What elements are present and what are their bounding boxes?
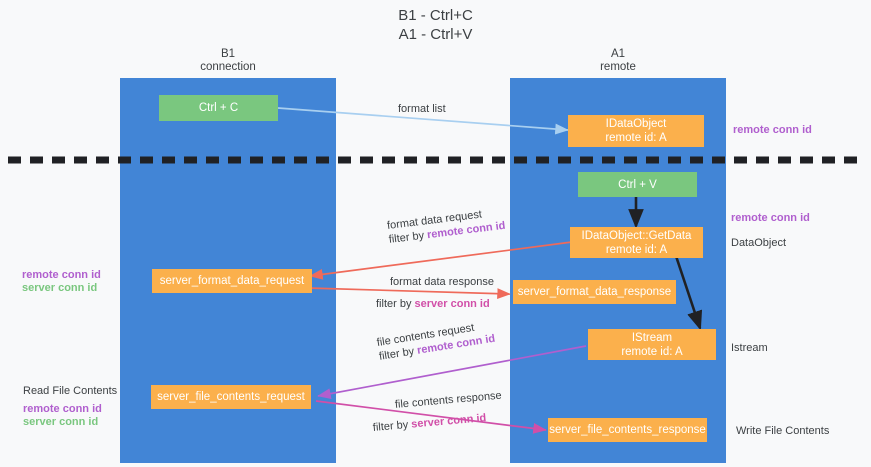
column-header-b1-name: B1 xyxy=(220,48,236,60)
column-header-b1-role: connection xyxy=(200,61,256,73)
node-server-file-contents-response-label: server_file_contents_response xyxy=(549,424,706,436)
node-server-file-contents-request[interactable]: server_file_contents_request xyxy=(151,385,311,409)
arrow-file-contents-request xyxy=(317,345,587,400)
arrow-format-data-request xyxy=(309,241,573,280)
node-ctrl-c[interactable]: Ctrl + C xyxy=(159,95,278,121)
side-label-dataobject: DataObject xyxy=(731,237,787,249)
node-istream-subtitle: remote id: A xyxy=(621,345,683,358)
diagram-title: B1 - Ctrl+C A1 - Ctrl+V xyxy=(0,6,871,44)
edge-label-format-data-response-filter-prefix: filter by xyxy=(376,298,415,310)
node-ctrl-v[interactable]: Ctrl + V xyxy=(578,172,697,197)
side-label-left-remote-conn-id-mid: remote conn id xyxy=(22,269,101,281)
column-header-a1-role: remote xyxy=(600,61,636,73)
edge-label-format-data-response-filter-key: server conn id xyxy=(414,298,490,310)
side-label-left-remote-conn-id-bottom: remote conn id xyxy=(23,403,102,415)
node-server-format-data-response[interactable]: server_format_data_response xyxy=(513,280,676,304)
node-idataobject-getdata[interactable]: IDataObject::GetData remote id: A xyxy=(570,227,703,258)
arrow-getdata-to-istream xyxy=(674,255,703,331)
side-label-left-server-conn-id-bottom: server conn id xyxy=(23,416,99,428)
column-header-a1: A1 remote xyxy=(550,48,686,74)
edge-label-format-list: format list xyxy=(398,103,446,115)
node-idataobject-subtitle: remote id: A xyxy=(605,132,667,144)
node-server-format-data-request-label: server_format_data_request xyxy=(159,275,305,287)
node-istream[interactable]: IStream remote id: A xyxy=(588,329,716,360)
node-server-file-contents-request-label: server_file_contents_request xyxy=(157,391,305,403)
arrow-file-contents-response xyxy=(315,400,547,434)
side-label-istream: Istream xyxy=(731,342,768,354)
side-label-left-server-conn-id-mid: server conn id xyxy=(22,282,98,294)
node-ctrl-v-label: Ctrl + V xyxy=(618,178,657,191)
node-istream-title: IStream xyxy=(631,331,673,344)
node-getdata-subtitle: remote id: A xyxy=(605,243,668,256)
side-label-remote-conn-id-mid: remote conn id xyxy=(731,212,810,224)
column-header-b1: B1 connection xyxy=(160,48,296,74)
title-line-2: A1 - Ctrl+V xyxy=(398,26,473,43)
side-label-write-file-contents: Write File Contents xyxy=(736,425,830,437)
title-line-1: B1 - Ctrl+C xyxy=(398,7,473,24)
edge-label-format-data-response: format data response filter by server co… xyxy=(376,275,494,311)
edge-label-file-contents-response-filter-prefix: filter by xyxy=(372,418,412,434)
node-getdata-title: IDataObject::GetData xyxy=(581,229,692,242)
side-label-remote-conn-id-top: remote conn id xyxy=(733,124,812,136)
node-server-file-contents-response[interactable]: server_file_contents_response xyxy=(548,418,707,442)
node-idataobject-title: IDataObject xyxy=(605,118,667,130)
node-server-format-data-request[interactable]: server_format_data_request xyxy=(152,269,312,293)
column-header-a1-name: A1 xyxy=(610,48,626,60)
side-label-read-file-contents: Read File Contents xyxy=(23,385,118,397)
arrow-format-list xyxy=(277,107,569,135)
edge-label-format-data-response-text: format data response xyxy=(390,276,494,288)
arrow-format-data-response xyxy=(307,287,511,300)
node-ctrl-c-label: Ctrl + C xyxy=(198,102,239,114)
node-idataobject[interactable]: IDataObject remote id: A xyxy=(568,115,704,147)
node-server-format-data-response-label: server_format_data_response xyxy=(517,286,672,298)
